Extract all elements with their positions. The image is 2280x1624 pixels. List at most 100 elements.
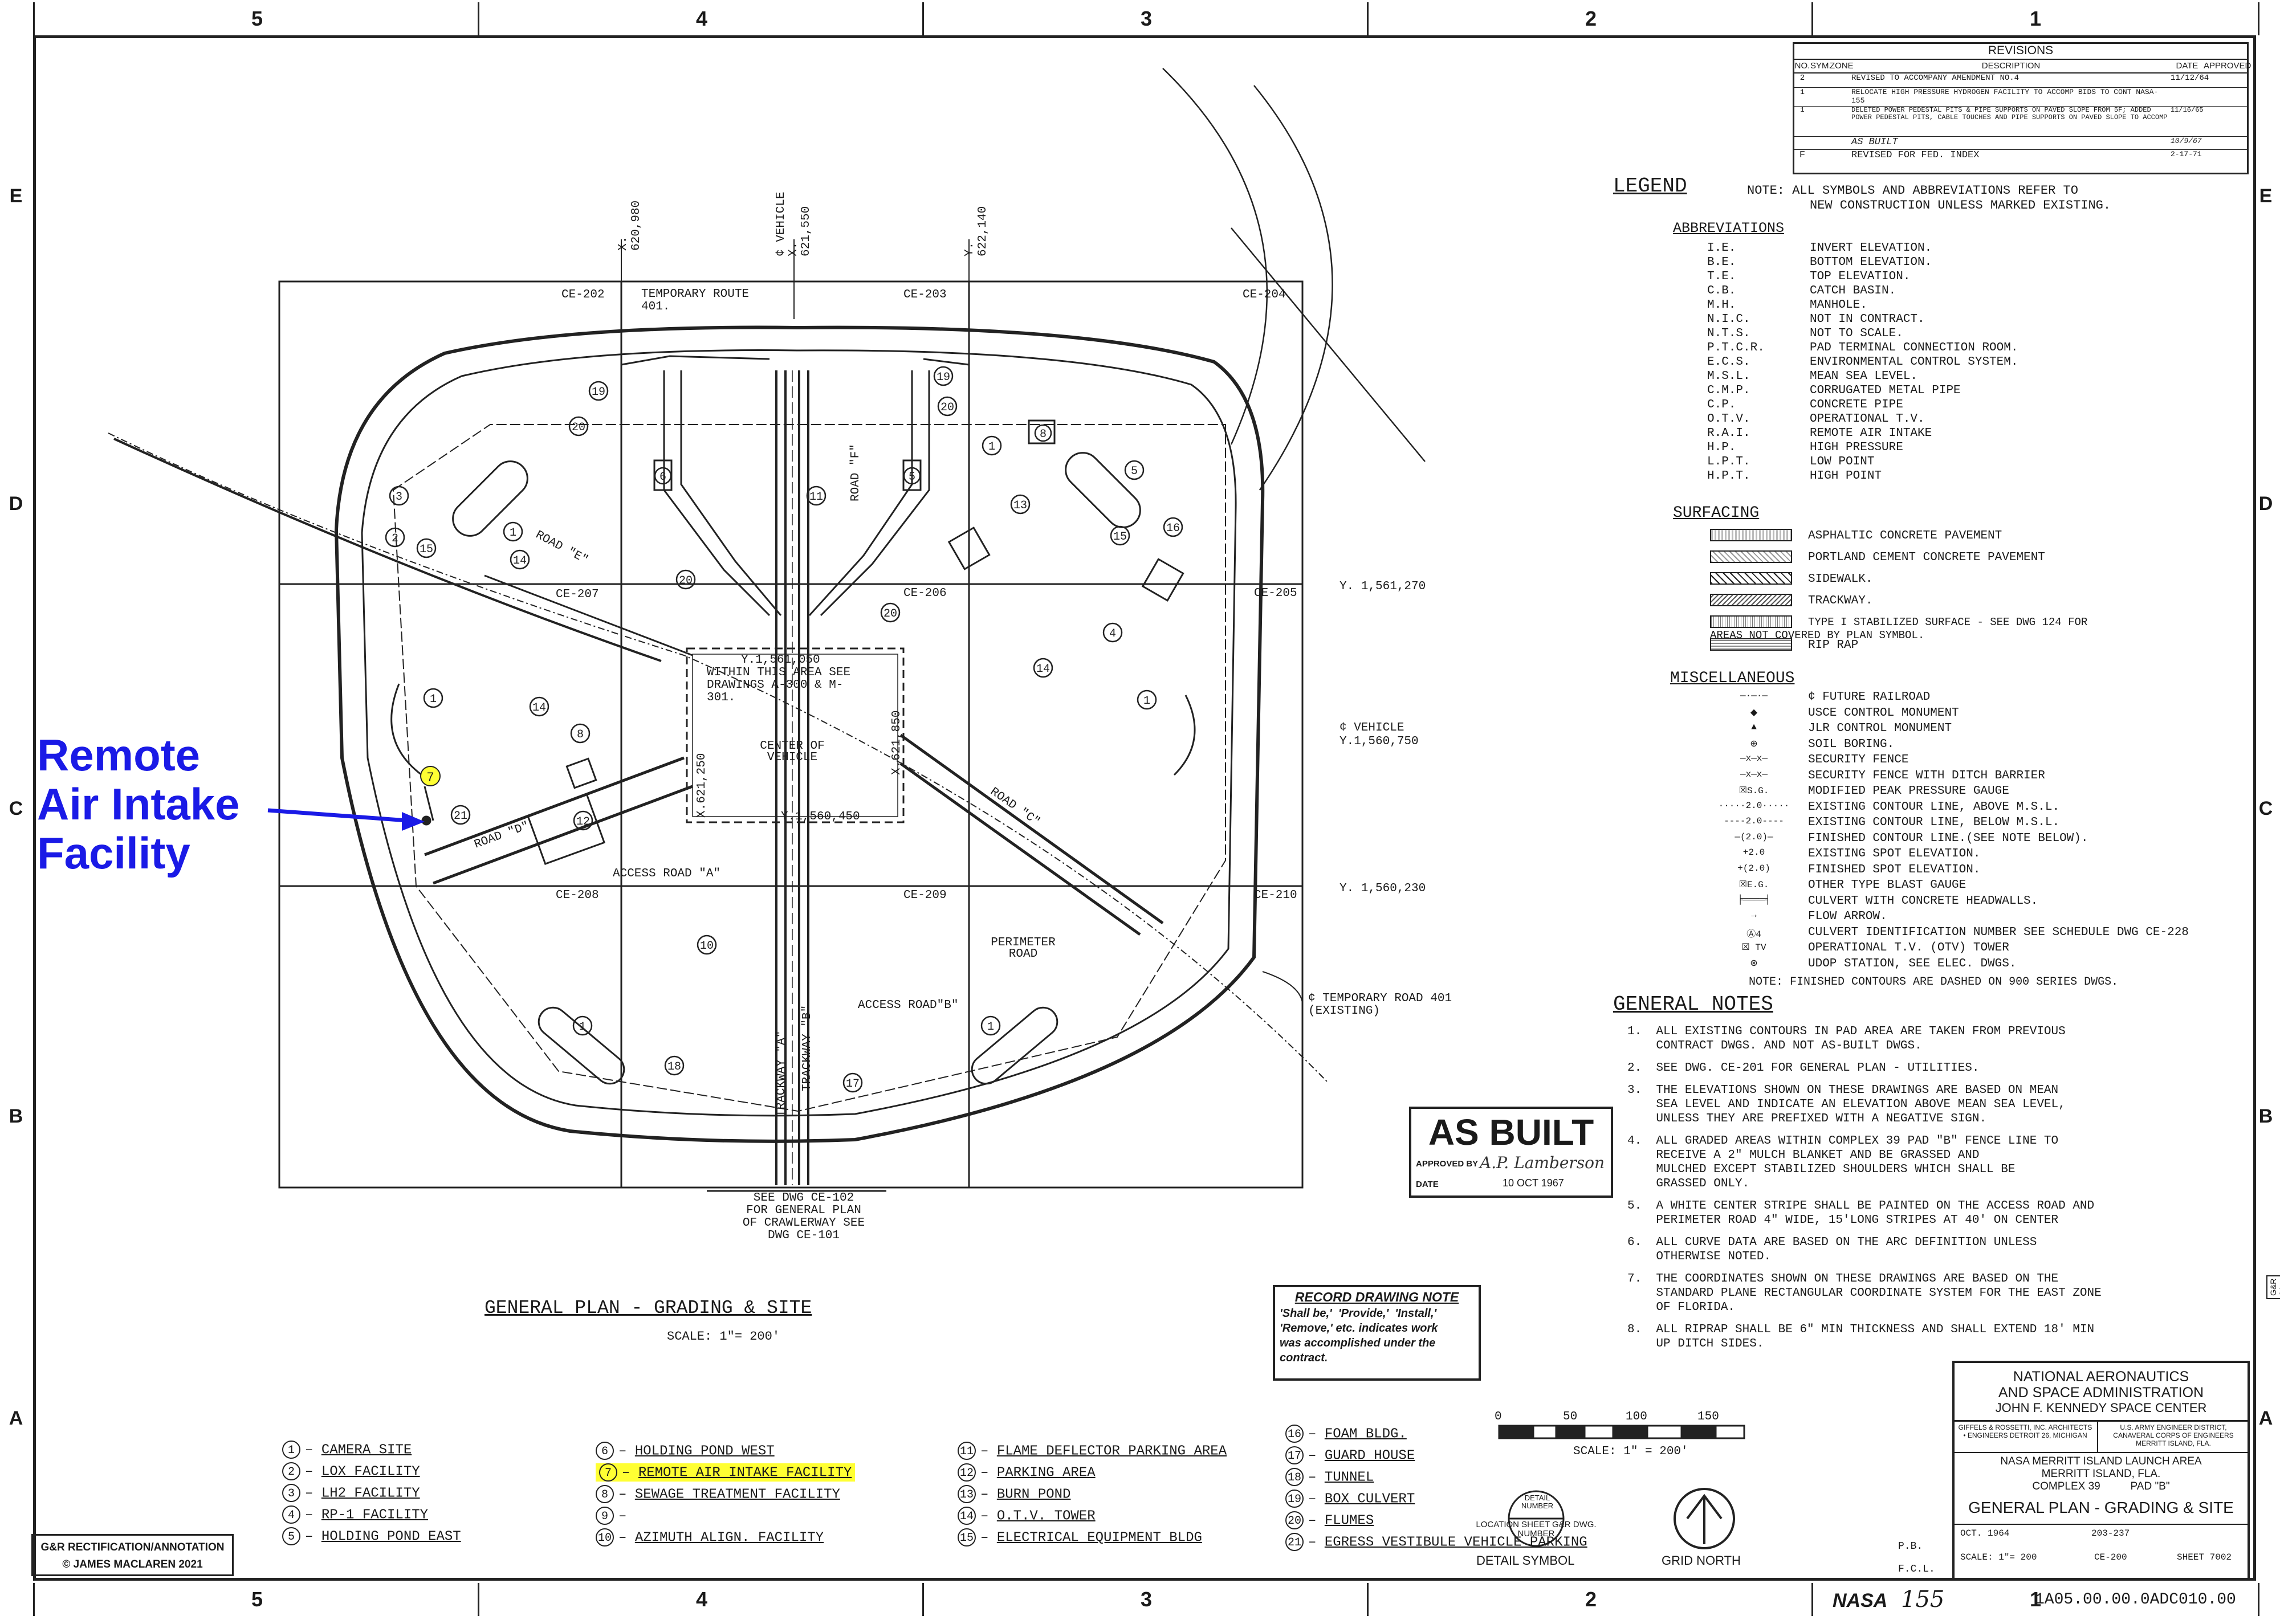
coord-label: Y. 1,561,270 [1339,580,1426,593]
footer-number: 155 [1901,1586,1945,1613]
revision-row: 1 DELETED POWER PEDESTAL PITS & PIPE SUP… [1794,107,2247,137]
abbreviation-meaning: CORRUGATED METAL PIPE [1810,384,1961,397]
miscellaneous-item: SECURITY FENCE WITH DITCH BARRIER [1808,769,2045,782]
row-label: E [9,185,23,207]
revision-date: 2-17-71 [2171,150,2202,158]
svg-text:1: 1 [987,1021,994,1034]
coord-label: Y. 622,140 [963,206,990,256]
miscellaneous-note: NOTE: FINISHED CONTOURS ARE DASHED ON 90… [1749,976,2119,989]
legend-symbol-icon: —x—x— [1740,753,1768,764]
miscellaneous-item: OTHER TYPE BLAST GAUGE [1808,879,1966,892]
miscellaneous-row: ☒S.G.MODIFIED PEAK PRESSURE GAUGE [1739,785,2009,798]
temporary-road-label: ¢ TEMPORARY ROAD 401 (EXISTING) [1308,992,1452,1018]
svg-text:19: 19 [937,371,950,384]
row-label: D [2258,493,2273,515]
abbreviation-row: C.B.CATCH BASIN. [1707,284,1896,297]
credit-line: © JAMES MACLAREN 2021 [62,1558,203,1570]
miscellaneous-item: ¢ FUTURE RAILROAD [1808,691,1931,704]
legend-note: NEW CONSTRUCTION UNLESS MARKED EXISTING. [1810,198,2111,213]
surfacing-item: RIP RAP [1808,638,1859,652]
plan-title: GENERAL PLAN - GRADING & SITE [484,1297,812,1319]
coord-label: Y. 1,560,230 [1339,882,1426,895]
revision-no: 2 [1799,74,1805,83]
abbreviation-row: R.A.I.REMOTE AIR INTAKE [1707,427,1932,440]
miscellaneous-row: —(2.0)— FINISHED CONTOUR LINE.(SEE NOTE B… [1735,831,2088,845]
revision-desc: RELOCATE HIGH PRESSURE HYDROGEN FACILITY… [1851,88,2159,105]
revisions-header-row: NO. SYM. ZONE DESCRIPTION DATE APPROVED [1794,60,2251,74]
svg-text:8: 8 [577,728,584,741]
legend-symbol-icon: —(2.0)— [1735,831,1773,842]
revision-no: 1 [1800,106,1805,114]
zone-label: 1 [1811,2,2259,35]
revisions-header: NO. [1794,61,1810,71]
zone-strip-bottom: 5 4 3 2 1 [33,1583,2259,1616]
svg-text:4: 4 [1109,627,1116,640]
legend-symbol-icon: ▲ [1751,722,1757,732]
abbreviation-meaning: OPERATIONAL T.V. [1810,413,1925,426]
abbreviation-meaning: HIGH POINT [1810,470,1882,483]
abbreviation-meaning: REMOTE AIR INTAKE [1810,427,1932,440]
miscellaneous-row: ☒E.G.OTHER TYPE BLAST GAUGE [1739,879,1966,892]
svg-text:6: 6 [659,471,666,484]
drawn-by: P.B. [1898,1541,1923,1552]
abbreviation-row: I.E.INVERT ELEVATION. [1707,242,1932,255]
abbreviation-meaning: PAD TERMINAL CONNECTION ROOM. [1810,341,2018,354]
row-label: B [9,1105,23,1127]
miscellaneous-row: +(2.0)FINISHED SPOT ELEVATION. [1737,863,1980,876]
abbreviation: C.M.P. [1707,384,1750,397]
miscellaneous-item: CULVERT WITH CONCRETE HEADWALLS. [1808,894,2038,908]
sheet-ref: CE-206 [903,587,947,600]
abbreviation: M.H. [1707,299,1736,312]
checked-by: F.C.L. [1898,1564,1935,1575]
svg-text:13: 13 [1013,499,1027,512]
general-note: 7. THE COORDINATES SHOWN ON THESE DRAWIN… [1627,1272,2102,1314]
miscellaneous-item: FINISHED CONTOUR LINE.(SEE NOTE BELOW). [1808,831,2088,845]
legend-symbol-icon: ☒S.G. [1738,786,1769,796]
svg-text:5: 5 [1131,465,1138,478]
abbreviation-row: C.P.CONCRETE PIPE [1707,398,1903,411]
sheet-ref: CE-208 [556,889,599,902]
general-note: 1. ALL EXISTING CONTOURS IN PAD AREA ARE… [1627,1025,2066,1052]
legend-symbol-icon: ----2.0---- [1724,816,1784,826]
annotation-line: Facility [37,828,190,878]
general-note: 8. ALL RIPRAP SHALL BE 6" MIN THICKNESS … [1627,1323,2095,1350]
scale-tick: 50 [1563,1410,1578,1423]
revision-row: 1 RELOCATE HIGH PRESSURE HYDROGEN FACILI… [1794,88,2247,107]
revisions-title: REVISIONS [1794,44,2247,60]
abbreviation-meaning: INVERT ELEVATION. [1810,242,1932,255]
miscellaneous-item: UDOP STATION, SEE ELEC. DWGS. [1808,957,2017,970]
abbreviations-title: ABBREVIATIONS [1673,220,1785,236]
abbreviation-row: T.E.TOP ELEVATION. [1707,270,1910,283]
svg-text:15: 15 [420,543,433,556]
miscellaneous-list: —·—·—¢ FUTURE RAILROAD◆USCE CONTROL MONU… [1719,691,2241,987]
revision-row: 2 REVISED TO ACCOMPANY AMENDMENT NO.4 11… [1794,74,2247,88]
sheet-ref: CE-209 [903,889,947,902]
project-name: NASA MERRITT ISLAND LAUNCH AREA [2000,1455,2202,1467]
miscellaneous-row: →FLOW ARROW. [1751,910,1887,923]
scale-tick: 150 [1697,1410,1719,1423]
abbreviation: N.T.S. [1707,327,1750,340]
zone-label: 4 [478,1583,924,1616]
revision-no: 1 [1800,88,1805,96]
scale-tick: 0 [1495,1410,1502,1423]
svg-text:14: 14 [532,701,546,715]
agency-name: JOHN F. KENNEDY SPACE CENTER [1995,1401,2207,1415]
record-note-title: RECORD DRAWING NOTE [1294,1290,1459,1304]
zone-strip-top: 5 4 3 2 1 [33,2,2259,35]
y-coord-label: Y.1,561,050 [741,654,820,667]
abbreviation-row: E.C.S.ENVIRONMENTAL CONTROL SYSTEM. [1707,356,2018,369]
coord-label: ¢ VEHICLE X. 621,550 [775,191,813,256]
revision-desc: DELETED POWER PEDESTAL PITS & PIPE SUPPO… [1851,106,2168,121]
scale-field: SCALE: 1"= 200 [1960,1552,2037,1562]
trackway-label: TRACKWAY "B" [801,1005,814,1091]
svg-text:21: 21 [454,810,467,823]
zone-label: 2 [1367,1583,1813,1616]
detail-symbol-caption: DETAIL SYMBOL [1476,1553,1575,1568]
project-location: MERRITT ISLAND, FLA. [2041,1468,2161,1480]
record-drawing-note: RECORD DRAWING NOTE 'Shall be,' 'Provide… [1273,1285,1481,1381]
abbreviation-row: B.E.BOTTOM ELEVATION. [1707,256,1932,269]
record-note-text: 'Shall be,' 'Provide,' 'Install,' 'Remov… [1280,1307,1438,1364]
abbreviation-row: N.T.S.NOT TO SCALE. [1707,327,1903,340]
